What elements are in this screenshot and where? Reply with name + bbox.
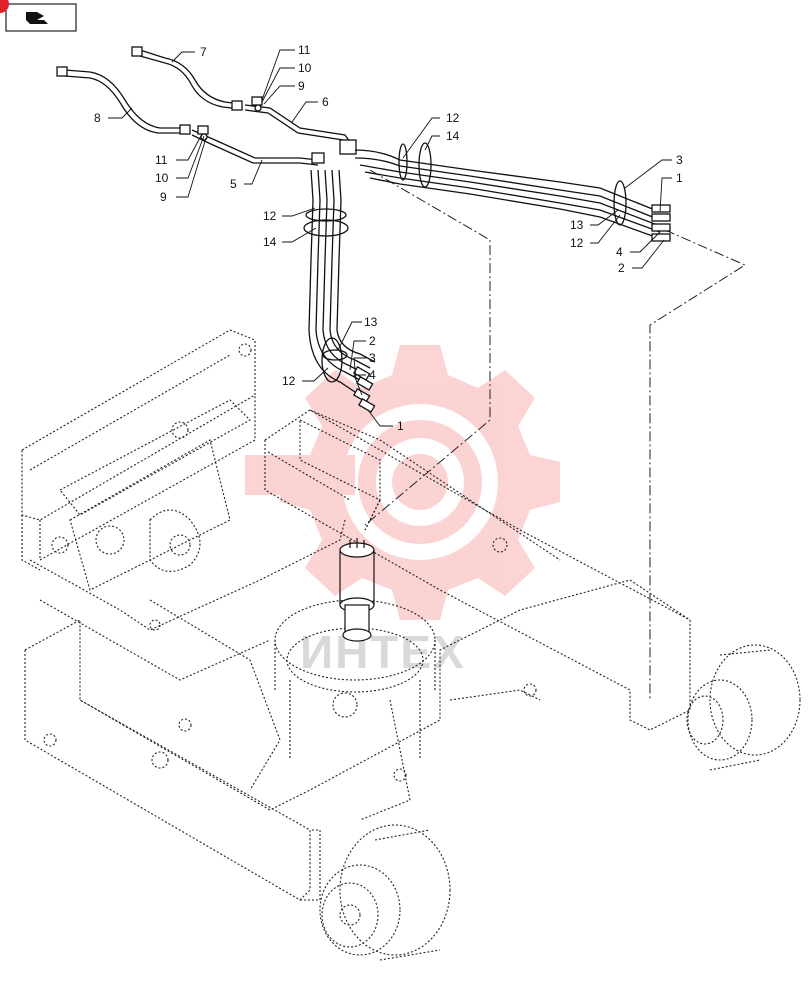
hose-bundle-right [354, 149, 661, 213]
callout-6: 6 [322, 95, 329, 109]
callout-14-top: 14 [446, 129, 460, 143]
callout-7: 7 [200, 45, 207, 59]
callout-13-right: 13 [570, 218, 584, 232]
return-arrow-icon [26, 12, 48, 24]
callout-11-top: 11 [298, 43, 311, 57]
tube-5 [191, 129, 319, 161]
callout-11-left: 11 [155, 153, 168, 167]
hose-bundle-down [315, 169, 361, 381]
hose-7 [139, 49, 241, 105]
callout-10-top: 10 [298, 61, 312, 75]
reference-lines [364, 169, 747, 700]
nav-badge-dot [0, 0, 9, 13]
watermark-text: ИНТЕХ [300, 626, 466, 678]
callout-12-right: 12 [570, 236, 584, 250]
hose-8 [64, 69, 185, 129]
callout-2-right: 2 [618, 261, 625, 275]
callout-1-right: 1 [676, 171, 683, 185]
callout-13-lower: 13 [364, 315, 378, 329]
callout-1-lower: 1 [397, 419, 404, 433]
callout-leaders [108, 49, 672, 427]
callout-8: 8 [94, 111, 101, 125]
callout-labels: 7 8 11 10 9 6 11 10 9 5 12 14 3 1 13 12 … [94, 43, 683, 433]
callout-14-mid: 14 [263, 235, 277, 249]
nav-return-button[interactable] [0, 0, 77, 32]
tube-6 [244, 104, 351, 143]
callout-10-left: 10 [155, 171, 169, 185]
callout-12-lower: 12 [282, 374, 296, 388]
callout-3-right: 3 [676, 153, 683, 167]
callout-4-right: 4 [616, 245, 623, 259]
rotary-joint [339, 538, 375, 642]
callout-2-lower: 2 [369, 334, 376, 348]
callout-12-mid: 12 [263, 209, 277, 223]
callout-5: 5 [230, 177, 237, 191]
callout-9-left: 9 [160, 190, 167, 204]
callout-4-lower: 4 [369, 368, 376, 382]
callout-9-top: 9 [298, 79, 305, 93]
callout-3-lower: 3 [369, 351, 376, 365]
callout-12-top: 12 [446, 111, 460, 125]
hose-assemblies [56, 46, 671, 531]
